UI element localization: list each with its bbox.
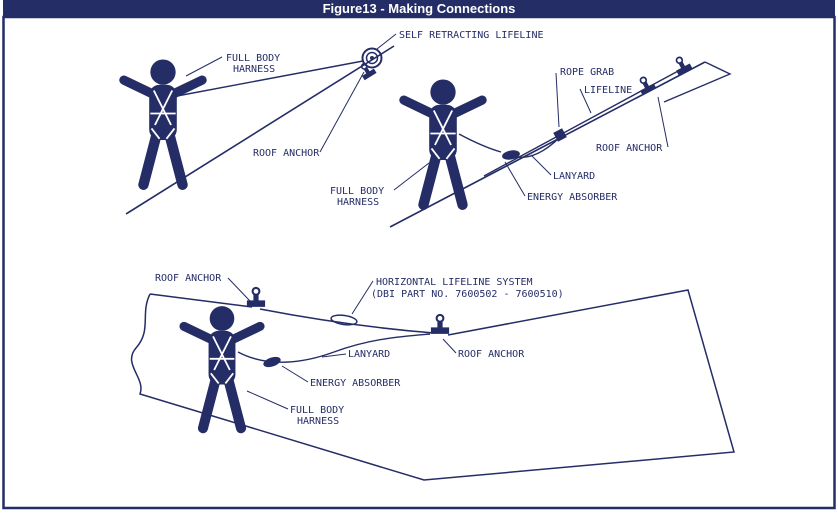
lifeline-line (176, 60, 364, 97)
roof-edge-line (663, 61, 732, 103)
worker-figure (184, 306, 260, 428)
label-horizontal-lifeline-part-no: (DBI PART NO. 7600502 - 7600510) (371, 289, 564, 300)
diagram-hll-scene: ROOF ANCHOR HORIZONTAL LIFELINE SYSTEM (… (130, 273, 735, 481)
roof-ridge-line (149, 293, 253, 308)
label-lanyard: LANYARD (553, 171, 595, 182)
leader-line (442, 338, 457, 354)
leader-line (579, 88, 592, 114)
label-energy-absorber: ENERGY ABSORBER (527, 192, 618, 203)
lifeline-line (483, 69, 681, 177)
leader-line (555, 72, 560, 128)
label-full-body-harness: FULL BODY (330, 186, 384, 197)
label-full-body-harness: HARNESS (233, 64, 275, 75)
leader-line (351, 280, 374, 315)
leader-line (376, 33, 397, 50)
label-full-body-harness: FULL BODY (290, 405, 344, 416)
label-rope-grab: ROPE GRAB (560, 67, 614, 78)
self-retracting-lifeline-icon (356, 47, 383, 82)
label-roof-anchor: ROOF ANCHOR (596, 143, 663, 154)
label-lanyard: LANYARD (348, 349, 390, 360)
figure-title: Figure13 - Making Connections (323, 1, 516, 16)
leader-line (227, 277, 251, 302)
lanyard-line (458, 133, 502, 153)
energy-absorber-icon (263, 356, 281, 368)
diagram-rope-grab-scene: ROPE GRAB LIFELINE ROOF ANCHOR LANYARD E… (330, 53, 732, 228)
energy-absorber-icon (502, 150, 520, 160)
figure-border (2, 15, 836, 510)
figure-header-bar (3, 0, 835, 17)
leader-line (246, 390, 289, 410)
leader-line (393, 162, 430, 191)
roof-anchor-icon (245, 286, 267, 308)
roof-outline (130, 289, 735, 481)
worker-figure (404, 79, 482, 204)
label-roof-anchor: ROOF ANCHOR (458, 349, 525, 360)
roof-line (125, 45, 395, 215)
label-roof-anchor: ROOF ANCHOR (253, 148, 320, 159)
leader-line (530, 154, 552, 176)
lifeline-tensioner-icon (330, 314, 358, 326)
label-roof-anchor: ROOF ANCHOR (155, 273, 222, 284)
leader-line (504, 161, 526, 197)
leader-line (321, 353, 347, 358)
label-full-body-harness: HARNESS (297, 416, 339, 427)
label-full-body-harness: HARNESS (337, 197, 379, 208)
leader-line (319, 71, 365, 153)
figure-header: Figure13 - Making Connections (3, 0, 835, 17)
label-horizontal-lifeline-system: HORIZONTAL LIFELINE SYSTEM (376, 277, 533, 288)
horizontal-lifeline-line (259, 308, 435, 334)
label-lifeline: LIFELINE (584, 85, 632, 96)
diagram-srl-scene: FULL BODY HARNESS SELF RETRACTING LIFELI… (124, 30, 544, 215)
label-full-body-harness: FULL BODY (226, 53, 280, 64)
label-energy-absorber: ENERGY ABSORBER (310, 378, 401, 389)
label-self-retracting-lifeline: SELF RETRACTING LIFELINE (399, 30, 544, 41)
worker-figure (124, 59, 202, 184)
roof-anchor-icon (429, 313, 451, 335)
lanyard-line (237, 333, 431, 363)
rope-grab-icon (553, 128, 567, 142)
leader-line (657, 96, 669, 148)
leader-line (185, 56, 223, 77)
lanyard-line (516, 136, 561, 159)
leader-line (281, 365, 309, 383)
